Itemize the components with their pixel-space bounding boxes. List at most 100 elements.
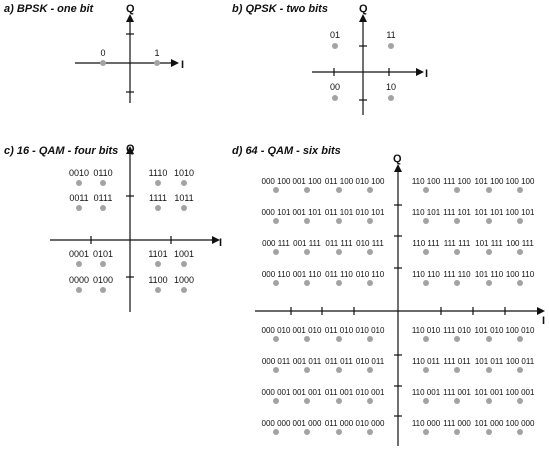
point-label: 100 001 — [506, 388, 535, 397]
constellation-point — [155, 287, 161, 293]
constellation-point — [367, 249, 373, 255]
constellation-point — [100, 180, 106, 186]
point-label: 110 111 — [412, 239, 440, 248]
point-label: 1101 — [148, 249, 167, 259]
constellation-point — [486, 280, 492, 286]
point-label: 110 010 — [412, 326, 441, 335]
constellation-point — [367, 398, 373, 404]
constellation-point — [423, 367, 429, 373]
point-label: 101 111 — [475, 239, 503, 248]
qpsk-q-arrow — [359, 14, 367, 22]
point-label: 010 000 — [356, 419, 385, 428]
qam64-i-label: I — [542, 315, 545, 327]
point-label: 1110 — [149, 168, 168, 178]
constellation-point — [367, 336, 373, 342]
point-label: 100 101 — [506, 208, 535, 217]
point-label: 011 011 — [325, 357, 353, 366]
point-label: 1001 — [174, 249, 194, 259]
point-label: 111 110 — [443, 270, 471, 279]
constellation-point — [181, 261, 187, 267]
point-label: 100 111 — [506, 239, 534, 248]
point-label: 101 001 — [475, 388, 504, 397]
point-label: 110 001 — [412, 388, 441, 397]
qam16-i-label: I — [219, 237, 222, 249]
constellation-point — [454, 249, 460, 255]
constellation-point — [304, 367, 310, 373]
panel-qam64-title: d) 64 - QAM - six bits — [232, 145, 341, 157]
constellation-point — [304, 218, 310, 224]
constellation-point — [76, 287, 82, 293]
point-label: 10 — [386, 82, 396, 92]
point-label: 111 011 — [443, 357, 471, 366]
point-label: 101 010 — [475, 326, 504, 335]
point-label: 010 111 — [356, 239, 384, 248]
point-label: 000 111 — [262, 239, 290, 248]
constellation-point — [336, 249, 342, 255]
constellation-point — [423, 398, 429, 404]
point-label: 001 100 — [293, 177, 322, 186]
constellation-point — [486, 218, 492, 224]
constellation-point — [454, 398, 460, 404]
point-label: 111 000 — [443, 419, 471, 428]
point-label: 101 100 — [475, 177, 504, 186]
point-label: 011 101 — [325, 208, 354, 217]
constellation-point — [517, 398, 523, 404]
point-label: 11 — [386, 30, 395, 40]
point-label: 000 101 — [262, 208, 291, 217]
constellation-point — [423, 429, 429, 435]
point-label: 0100 — [93, 275, 113, 285]
constellation-point — [155, 205, 161, 211]
constellation-point — [336, 398, 342, 404]
qam64-ticks — [290, 204, 506, 417]
constellation-point — [423, 218, 429, 224]
constellation-point — [273, 249, 279, 255]
point-label: 110 100 — [412, 177, 441, 186]
bpsk-q-label: Q — [126, 3, 135, 15]
constellation-point — [517, 187, 523, 193]
point-label: 001 110 — [293, 270, 322, 279]
point-label: 011 111 — [325, 239, 353, 248]
qpsk-i-label: I — [425, 68, 428, 80]
point-label: 010 100 — [356, 177, 385, 186]
point-label: 0001 — [69, 249, 89, 259]
constellation-point — [423, 280, 429, 286]
constellation-point — [454, 187, 460, 193]
bpsk-i-label: I — [181, 59, 184, 71]
qam16-i-arrow — [212, 236, 220, 244]
constellation-point — [336, 429, 342, 435]
point-label: 110 011 — [412, 357, 440, 366]
constellation-point — [100, 287, 106, 293]
panel-qam16-title: c) 16 - QAM - four bits — [4, 145, 118, 157]
point-label: 0110 — [93, 168, 112, 178]
point-label: 111 111 — [444, 239, 471, 248]
qam64-i-arrow — [537, 307, 545, 315]
constellation-point — [304, 280, 310, 286]
constellation-point — [273, 367, 279, 373]
point-label: 010 010 — [356, 326, 385, 335]
point-label: 001 001 — [293, 388, 322, 397]
constellation-point — [76, 180, 82, 186]
constellation-point — [454, 367, 460, 373]
point-label: 100 110 — [506, 270, 535, 279]
constellation-point — [367, 280, 373, 286]
point-label: 011 110 — [325, 270, 353, 279]
constellation-point — [388, 43, 394, 49]
point-label: 011 010 — [325, 326, 354, 335]
point-label: 101 011 — [475, 357, 504, 366]
point-label: 111 001 — [443, 388, 471, 397]
constellation-point — [388, 95, 394, 101]
point-label: 001 011 — [293, 357, 322, 366]
constellation-point — [273, 398, 279, 404]
point-label: 0101 — [93, 249, 113, 259]
constellation-point — [486, 249, 492, 255]
point-label: 000 001 — [262, 388, 291, 397]
point-label: 0011 — [69, 193, 88, 203]
bpsk-i-arrow — [171, 59, 179, 67]
constellation-point — [304, 249, 310, 255]
